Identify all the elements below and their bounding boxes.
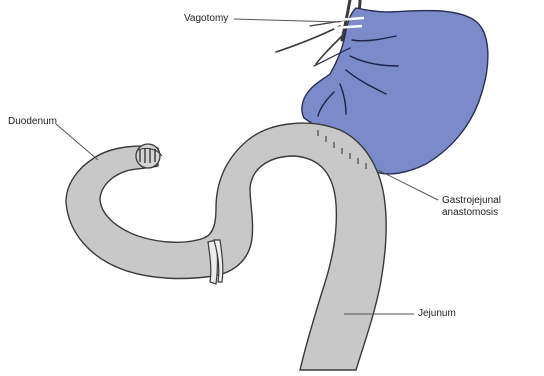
ligature-band [208,240,223,284]
label-gastrojejunal-line1: Gastrojejunal [442,195,501,207]
label-gastrojejunal-anastomosis: Gastrojejunal anastomosis [442,195,501,219]
label-vagotomy: Vagotomy [184,13,228,25]
label-jejunum: Jejunum [418,308,456,320]
label-duodenum: Duodenum [8,116,57,128]
bowel-loop [66,123,386,370]
label-gastrojejunal-line2: anastomosis [442,207,501,219]
